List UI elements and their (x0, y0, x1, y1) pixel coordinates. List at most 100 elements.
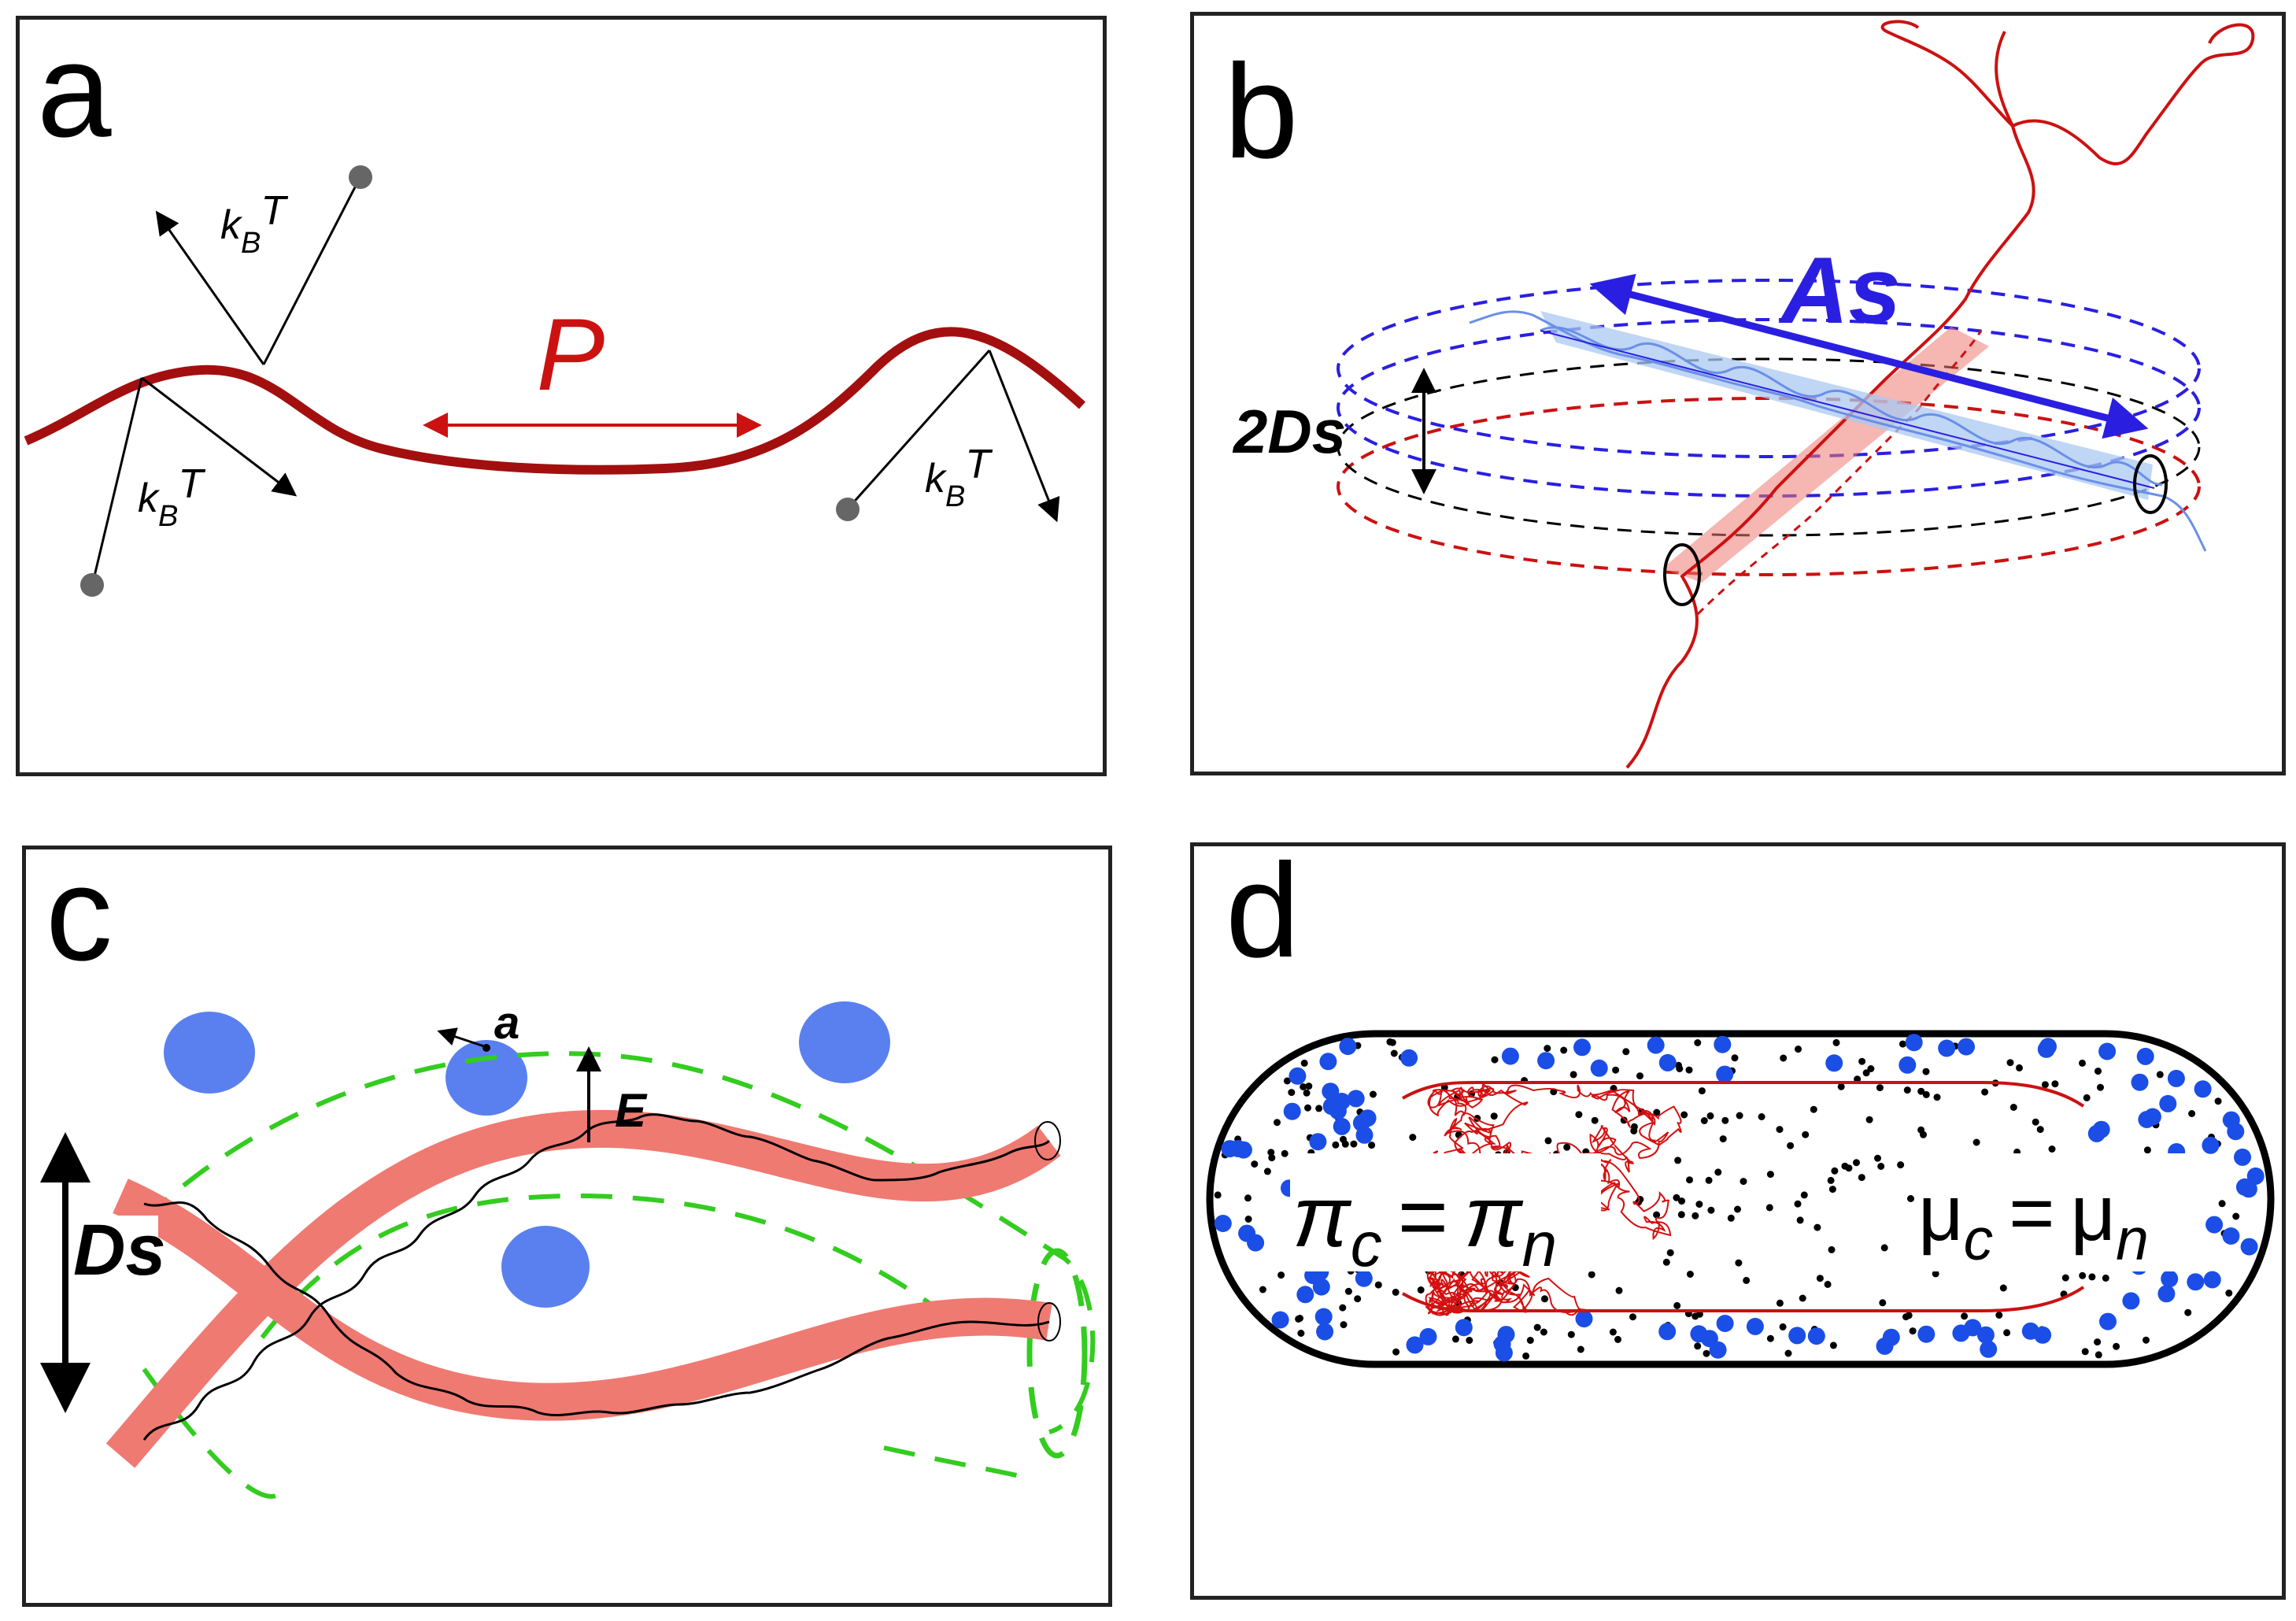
crowder-dot (2222, 1111, 2240, 1129)
small-molecule-dot (1540, 1328, 1547, 1336)
small-molecule-dot (1409, 1134, 1417, 1142)
small-molecule-dot (1766, 1334, 1774, 1342)
crowder-dot (2240, 1238, 2258, 1256)
crowder-dot (1501, 1047, 1519, 1065)
small-molecule-dot (2143, 1336, 2150, 1344)
crowder-dot (1333, 1117, 1351, 1135)
small-molecule-dot (1288, 1089, 1296, 1097)
small-molecule-dot (2079, 1059, 2086, 1067)
small-molecule-dot (1251, 1160, 1259, 1168)
crowder-dot (2039, 1038, 2057, 1056)
small-molecule-dot (1569, 1071, 1577, 1079)
small-molecule-dot (1787, 1142, 1795, 1149)
twods-label: 2Ds (1232, 397, 1346, 466)
small-molecule-dot (1780, 1054, 1788, 1062)
small-molecule-dot (1799, 1294, 1806, 1302)
small-molecule-dot (2218, 1200, 2226, 1208)
small-molecule-dot (2094, 1068, 2102, 1075)
small-molecule-dot (1824, 1280, 1832, 1288)
crowder-dot (2194, 1080, 2212, 1098)
small-molecule-dot (1274, 1119, 1281, 1127)
small-molecule-dot (1281, 1149, 1288, 1157)
crowder-particle (501, 1226, 590, 1308)
small-molecule-dot (1680, 1111, 1688, 1119)
panel-a-diagram: a P kBT kBT kBT (24, 20, 1086, 597)
solvent-particle (836, 498, 860, 521)
force-arrow (988, 350, 1060, 523)
solvent-particle (80, 573, 104, 597)
crowder-dot (1322, 1083, 1340, 1101)
small-molecule-dot (1909, 1327, 1917, 1335)
as-arrow (1589, 273, 2149, 439)
small-molecule-dot (1862, 1069, 1870, 1077)
small-molecule-dot (1673, 1301, 1681, 1309)
small-molecule-dot (1666, 1249, 1674, 1256)
panel-c: c a E Ds (22, 846, 1112, 1607)
energy-label: E (615, 1084, 648, 1137)
small-molecule-dot (1736, 1112, 1743, 1120)
small-molecule-dot (1837, 1083, 1845, 1090)
small-molecule-dot (1560, 1046, 1568, 1054)
force-arrow (155, 210, 265, 365)
solvent-particle (349, 165, 372, 189)
small-molecule-dot (1541, 1295, 1548, 1303)
small-molecule-dot (2006, 1059, 2014, 1067)
crowder-dot (1952, 1324, 1970, 1342)
small-molecule-dot (2051, 1080, 2059, 1088)
rod-end-cap (1034, 1121, 1061, 1160)
small-molecule-dot (1831, 1167, 1839, 1175)
small-molecule-dot (1776, 1299, 1784, 1307)
small-molecule-dot (1731, 1054, 1739, 1062)
small-molecule-dot (1622, 1048, 1630, 1056)
small-molecule-dot (1304, 1104, 1311, 1112)
small-molecule-dot (1705, 1176, 1713, 1184)
small-molecule-dot (1533, 1323, 1541, 1331)
small-molecule-dot (2048, 1145, 2056, 1153)
small-molecule-dot (2214, 1097, 2222, 1105)
panel-b: b As 2Ds (1190, 12, 2286, 775)
small-molecule-dot (1743, 1276, 1751, 1284)
small-molecule-dot (2143, 1146, 2151, 1154)
crowder-dot (2138, 1111, 2156, 1128)
crowder-dot (2122, 1292, 2140, 1310)
small-molecule-dot (1841, 1162, 1849, 1170)
small-molecule-dot (1466, 1337, 1473, 1344)
small-molecule-dot (1388, 1038, 1396, 1046)
small-molecule-dot (1368, 1142, 1376, 1149)
small-molecule-dot (1802, 1131, 1810, 1138)
chromosome-path (1424, 1083, 1682, 1316)
kick-line (91, 377, 143, 583)
crowder-dot (1938, 1039, 1956, 1057)
small-molecule-dot (2102, 1274, 2109, 1282)
small-molecule-dot (1332, 1141, 1340, 1149)
crowder-dot (1316, 1323, 1334, 1341)
small-molecule-dot (1577, 1345, 1584, 1353)
small-molecule-dot (1544, 1137, 1552, 1145)
crowder-dot (1976, 1326, 1995, 1344)
crowder-dot (1658, 1323, 1677, 1341)
small-molecule-dot (1629, 1313, 1636, 1321)
small-molecule-dot (2184, 1308, 2192, 1316)
small-molecule-dot (1794, 1200, 1802, 1208)
small-molecule-dot (1854, 1075, 1862, 1083)
panel-b-diagram: b As 2Ds (1224, 20, 2255, 769)
small-molecule-dot (1867, 1065, 1875, 1072)
crowder-dot (1288, 1067, 1307, 1085)
crowder-dot (2159, 1094, 2177, 1112)
crowder-dot (2246, 1167, 2265, 1185)
red-polymer-coil-branch (1880, 20, 2014, 128)
small-molecule-dot (2061, 1274, 2069, 1282)
depletion-zone-outline (883, 1445, 1034, 1482)
small-molecule-dot (1392, 1288, 1399, 1296)
small-molecule-dot (1244, 1216, 1252, 1223)
small-molecule-dot (1858, 1174, 1865, 1182)
small-molecule-dot (1933, 1094, 1941, 1101)
small-molecule-dot (1612, 1066, 1620, 1074)
small-molecule-dot (1575, 1111, 1583, 1119)
small-molecule-dot (1451, 1335, 1459, 1343)
small-molecule-dot (1295, 1315, 1303, 1323)
small-molecule-dot (1995, 1312, 2003, 1319)
small-molecule-dot (1816, 1275, 1824, 1282)
small-molecule-dot (1758, 1113, 1765, 1120)
crowder-dot (1716, 1315, 1734, 1332)
